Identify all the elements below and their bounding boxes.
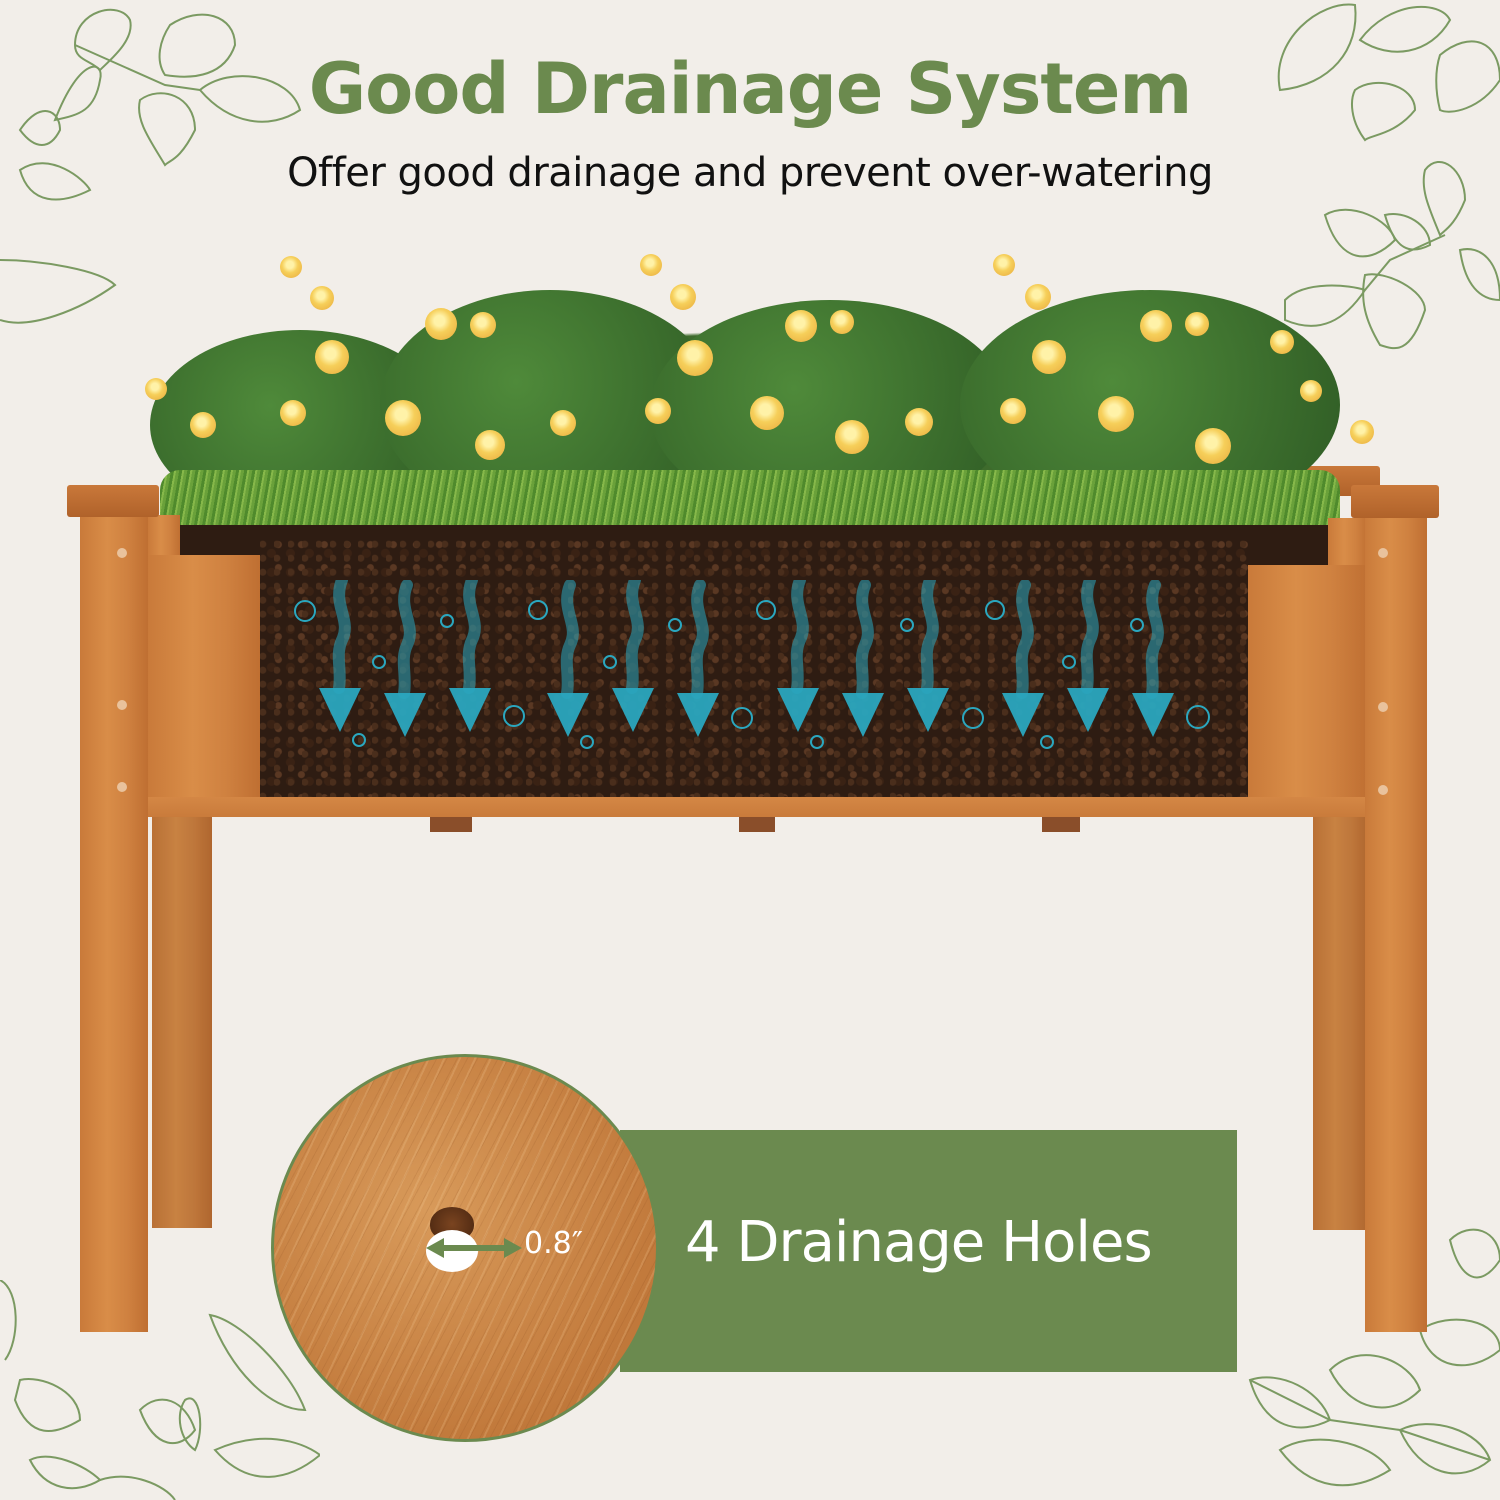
rose-flower [1140, 310, 1172, 342]
rose-flower [1270, 330, 1294, 354]
water-bubble-icon [528, 600, 548, 620]
screw-icon [1378, 785, 1388, 795]
page-subtitle: Offer good drainage and prevent over-wat… [287, 150, 1213, 196]
drainage-holes-banner [620, 1130, 1237, 1372]
rose-flower [190, 412, 216, 438]
water-bubble-icon [440, 614, 454, 628]
rose-flower [677, 340, 713, 376]
rose-flower [835, 420, 869, 454]
water-bubble-icon [731, 707, 753, 729]
rose-flower [1098, 396, 1134, 432]
rose-flower [550, 410, 576, 436]
rose-flower [1350, 420, 1374, 444]
rose-flower [1032, 340, 1066, 374]
water-bubble-icon [1130, 618, 1144, 632]
rose-flower [830, 310, 854, 334]
rose-flower [640, 254, 662, 276]
rose-flower [645, 398, 671, 424]
water-bubble-icon [294, 600, 316, 622]
water-bubble-icon [900, 618, 914, 632]
rose-flower [1195, 428, 1231, 464]
screw-icon [1378, 548, 1388, 558]
rose-flower [1185, 312, 1209, 336]
rose-flower [1025, 284, 1051, 310]
rose-flower [425, 308, 457, 340]
front-right-leg [1365, 515, 1427, 1332]
water-bubble-icon [1040, 735, 1054, 749]
front-left-leg [80, 512, 148, 1332]
water-bubble-icon [372, 655, 386, 669]
rose-flower [750, 396, 784, 430]
water-bubble-icon [603, 655, 617, 669]
rose-flower [785, 310, 817, 342]
rose-flower [385, 400, 421, 436]
water-bubble-icon [580, 735, 594, 749]
drainage-holes-label: 4 Drainage Holes [685, 1210, 1153, 1275]
front-right-post-cap [1351, 485, 1439, 518]
front-left-post-cap [67, 485, 159, 517]
left-side-panel-top [148, 515, 180, 555]
screw-icon [117, 548, 127, 558]
rose-flower [1000, 398, 1026, 424]
water-bubble-icon [668, 618, 682, 632]
water-bubble-icon [503, 705, 525, 727]
rose-flower [670, 284, 696, 310]
rose-flower [315, 340, 349, 374]
rose-flower [993, 254, 1015, 276]
rose-flower [905, 408, 933, 436]
right-side-panel-top [1328, 518, 1368, 565]
bottom-rail [148, 797, 1368, 817]
rose-flower [470, 312, 496, 338]
screw-icon [117, 700, 127, 710]
water-bubble-icon [1062, 655, 1076, 669]
water-bubble-icon [962, 707, 984, 729]
left-side-panel [148, 555, 260, 798]
rose-flower [310, 286, 334, 310]
water-bubble-icon [1186, 705, 1210, 729]
support-slat [739, 817, 775, 832]
rose-flower [1300, 380, 1322, 402]
water-bubble-icon [352, 733, 366, 747]
double-arrow-width-icon [426, 1238, 522, 1258]
screw-icon [117, 782, 127, 792]
rose-flower [145, 378, 167, 400]
water-bubble-icon [985, 600, 1005, 620]
right-side-panel [1248, 565, 1368, 798]
rose-flower [280, 400, 306, 426]
screw-icon [1378, 702, 1388, 712]
support-slat [1042, 817, 1080, 832]
hole-diameter: 0.8″ [524, 1226, 583, 1261]
rose-flower [475, 430, 505, 460]
support-slat [430, 817, 472, 832]
water-bubble-icon [810, 735, 824, 749]
water-bubble-icon [756, 600, 776, 620]
rose-flower [280, 256, 302, 278]
page-title: Good Drainage System [308, 48, 1193, 130]
